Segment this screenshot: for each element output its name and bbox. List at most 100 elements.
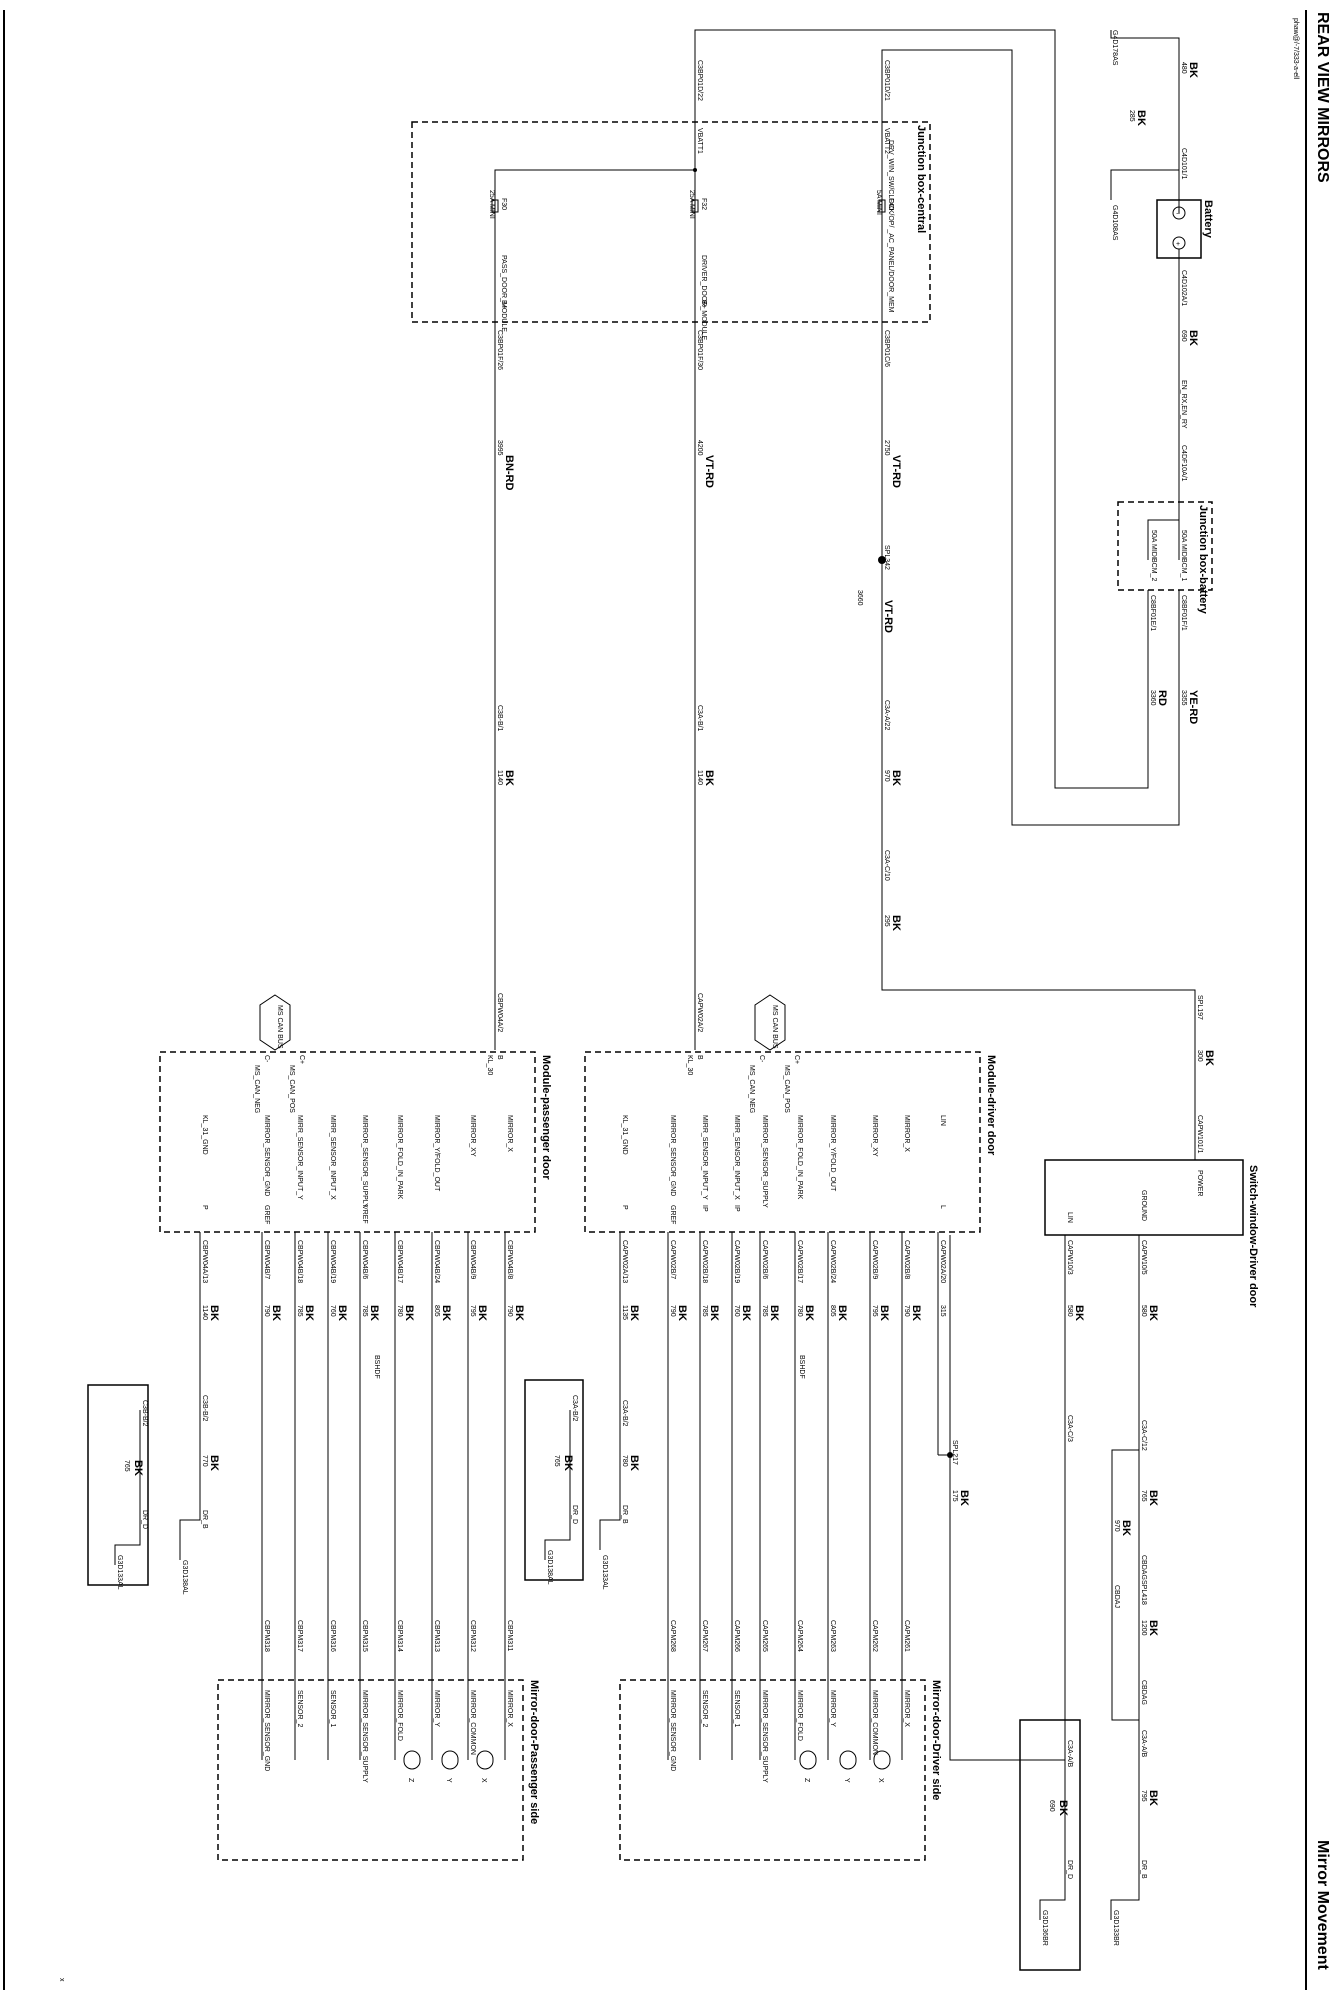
wire-1200-color: BK xyxy=(1147,1620,1159,1636)
md-conn-4: CAPW02B/17 xyxy=(796,1240,803,1283)
splice-197: SPL197 xyxy=(1196,995,1203,1020)
md-wcol-7: BK xyxy=(708,1305,720,1321)
jb-battery-label: Junction box-battery xyxy=(1197,505,1209,615)
md-wcol-2: BK xyxy=(878,1305,890,1321)
mp-conn-6: CBPW04B/18 xyxy=(296,1240,303,1283)
mp-cminus: C- xyxy=(263,1055,270,1063)
conn-c3bp01f-30: C3BP01F/30 xyxy=(696,330,703,370)
gb5-wire-color: BK xyxy=(208,1455,220,1471)
fuse-bcm-1: BCM_2 xyxy=(1150,558,1157,581)
wire-4200-color: VT-RD xyxy=(703,455,715,488)
gb2-wire-color: BK xyxy=(562,1455,574,1471)
md-wnum-4: 780 xyxy=(796,1305,803,1317)
md-cminus: C- xyxy=(758,1055,765,1063)
wire-1200-num: 1200 xyxy=(1140,1620,1147,1636)
gb2-dr: DR_D xyxy=(571,1505,578,1524)
wire-285-color: BK xyxy=(1135,110,1147,126)
wire-690-num: 690 xyxy=(1180,330,1187,342)
driver-can-bus-arrow: MS CAN BUS xyxy=(754,994,786,1051)
mp-wcol-1: BK xyxy=(476,1305,488,1321)
gb1-dr: DR_D xyxy=(1066,1860,1073,1879)
wire-1140a-color: BK xyxy=(503,770,515,786)
mps-pin-0: MIRROR_X xyxy=(506,1690,513,1727)
wire-1140b-color: BK xyxy=(703,770,715,786)
splice-418: SPL418 xyxy=(1140,1580,1147,1605)
wire-765-num: 765 xyxy=(1140,1490,1147,1502)
wire-4200-num: 4200 xyxy=(696,440,703,456)
wire-480 xyxy=(1110,30,1180,170)
md-pin-7: MIRR_SENSOR_INPUT_Y xyxy=(701,1115,708,1200)
conn-capw101: CAPW101/1 xyxy=(1196,1115,1203,1154)
md-conn-0: CAPW02A/20 xyxy=(939,1240,946,1283)
conn-c3a-a22: C3A-A/22 xyxy=(883,700,890,730)
md-cplus: C+ xyxy=(793,1055,800,1064)
md-conn-5: CAPW02B/6 xyxy=(761,1240,768,1279)
wire-2750-color: VT-RD xyxy=(890,455,902,488)
wire-480-color: BK xyxy=(1187,62,1199,78)
md-wnum-5: 785 xyxy=(761,1305,768,1317)
mp-can-neg: MS_CAN_NEG xyxy=(253,1065,260,1113)
mp-conn-3: CBPW04B/17 xyxy=(396,1240,403,1283)
mdr-conn-1: CAPM262 xyxy=(871,1620,878,1652)
wire-580-color: BK xyxy=(1147,1305,1159,1321)
gb2-conn: C3A-B/2 xyxy=(571,1395,578,1422)
mp-wnum-1: 795 xyxy=(469,1305,476,1317)
gb4-wire: 765 xyxy=(123,1460,130,1472)
mdr-motor-z xyxy=(799,1750,817,1770)
mirror-driver-side: Mirror-door-Driver side xyxy=(619,1679,942,1861)
mp-wnum-3: 780 xyxy=(396,1305,403,1317)
mp-wcol-5: BK xyxy=(336,1305,348,1321)
mp-wcol-7: BK xyxy=(270,1305,282,1321)
mps-conn-7: CBPM318 xyxy=(263,1620,270,1652)
vbatt2: VBATT2 xyxy=(883,128,890,154)
mp-wcol-3: BK xyxy=(403,1305,415,1321)
md-wnum-6: 760 xyxy=(733,1305,740,1317)
mps-conn-2: CBPM313 xyxy=(433,1620,440,1652)
mps-conn-6: CBPM317 xyxy=(296,1620,303,1652)
ground-g3d133br: G3D133BR xyxy=(1112,1910,1119,1946)
gb2-ground: G3D138AL xyxy=(546,1550,553,1585)
module-driver-door: Module-driver door B KL_30 C+ C- MS_CAN_… xyxy=(584,1051,997,1233)
md-b: B xyxy=(696,1055,703,1060)
jb-central-label: Junction box-central xyxy=(915,125,927,233)
mdr-pin-7: MIRROR_SENSOR_GND xyxy=(669,1690,676,1771)
wire-1140a-num: 1140 xyxy=(496,770,503,785)
md-wnum-0: 315 xyxy=(939,1305,946,1317)
mp-conn-1: CBPW04B/9 xyxy=(469,1240,476,1279)
junction-box-battery: Junction box-battery 50A MIDI BCM_1 50A … xyxy=(1117,500,1213,615)
mp-pin-1: MIRROR_XY xyxy=(469,1115,476,1157)
md-wnum-2: 795 xyxy=(871,1305,878,1317)
wire-795-color: BK xyxy=(1147,1790,1159,1806)
mp-wnum-6: 785 xyxy=(296,1305,303,1317)
battery-minus: − xyxy=(1176,211,1180,218)
cbdag-1: CBDAG xyxy=(1140,1555,1147,1580)
page-title: REAR VIEW MIRRORS xyxy=(1314,12,1331,183)
splice-342 xyxy=(878,556,886,564)
conn-c3bp01c-6: C3BP01C/6 xyxy=(883,330,890,367)
wire-3660-num: 3660 xyxy=(856,590,863,606)
mdr-pin-3: MIRROR_FOLD xyxy=(796,1690,803,1741)
switch-power: POWER xyxy=(1196,1170,1203,1196)
mp-wcol-8: BK xyxy=(208,1305,220,1321)
mp-pin-4: MIRROR_SENSOR_SUPPLY xyxy=(361,1115,368,1208)
conn-cbpw04a-2: CBPW04A/2 xyxy=(496,993,503,1032)
mps-pin-2: MIRROR_Y xyxy=(433,1690,440,1727)
wire-795 xyxy=(1110,1760,1140,1920)
bplus-1: B+ xyxy=(500,300,507,309)
md-kl30: KL_30 xyxy=(686,1055,693,1075)
md-wcol-6: BK xyxy=(740,1305,752,1321)
drb-1: DR_B xyxy=(1140,1860,1147,1879)
mp-conn-0: CBPW04B/8 xyxy=(506,1240,513,1279)
wire-580-num: 580 xyxy=(1140,1305,1147,1317)
md-pin-2: MIRROR_XY xyxy=(871,1115,878,1157)
wire-3360-num: 3360 xyxy=(1149,690,1156,706)
md-pinref-9: P xyxy=(621,1205,628,1210)
mirror-passenger-label: Mirror-door-Passenger side xyxy=(528,1680,540,1824)
md-pinref-6: IP xyxy=(733,1205,740,1212)
module-passenger-door: Module-passenger door B KL_30 C+ C- MS_C… xyxy=(159,1051,552,1233)
ground-g4d178as: G4D178AS xyxy=(1111,30,1118,66)
mdr-motor-x xyxy=(873,1750,891,1770)
junction-box-central: Junction box-central C3BP01D/22 C3BP01D/… xyxy=(411,60,931,358)
wire-970b-color: BK xyxy=(1120,1520,1132,1536)
